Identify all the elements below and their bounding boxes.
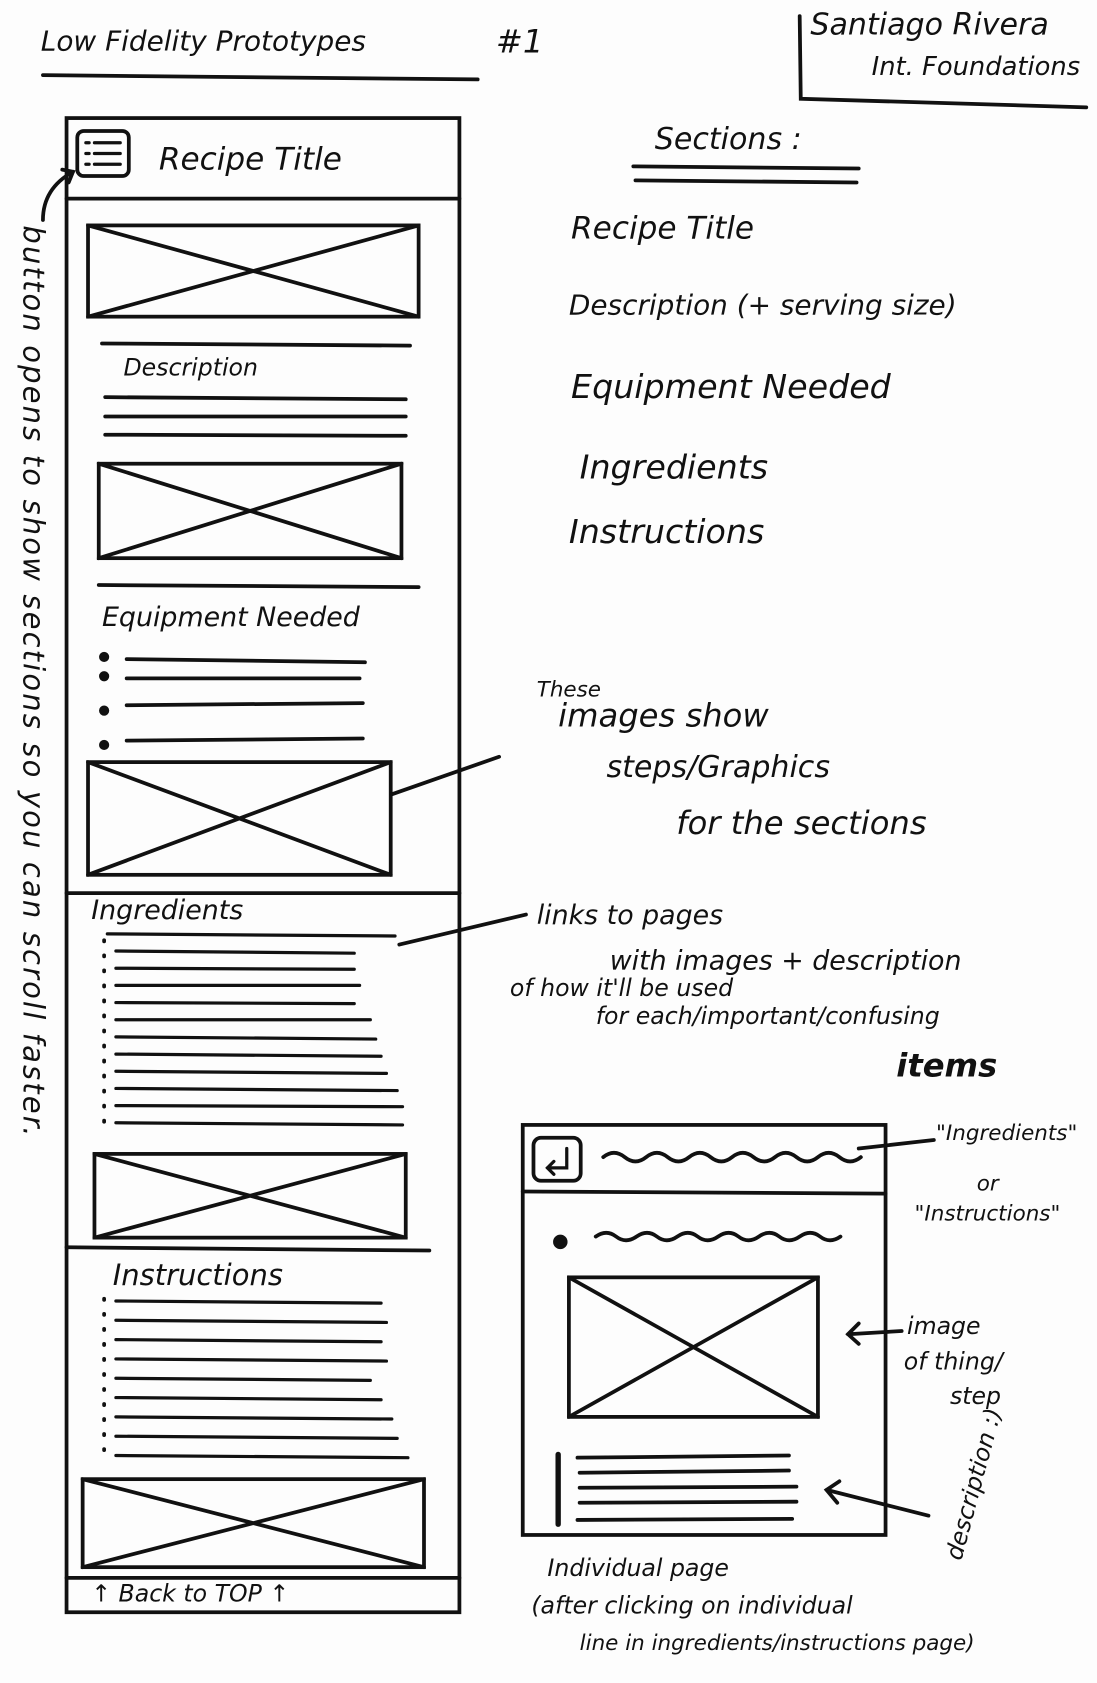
image-placeholder-1 bbox=[86, 223, 421, 319]
links-note: of how it'll be used bbox=[509, 975, 734, 1003]
sections-item: Instructions bbox=[568, 513, 765, 552]
description-lines bbox=[103, 395, 408, 438]
back-arrow-icon bbox=[545, 1146, 569, 1176]
image-note-arrow bbox=[845, 1321, 904, 1346]
sections-item: Equipment Needed bbox=[571, 368, 891, 407]
instruction-lines bbox=[114, 1299, 410, 1460]
links-note: items bbox=[896, 1047, 998, 1086]
back-button-box bbox=[531, 1135, 583, 1183]
header-note: "Instructions" bbox=[914, 1200, 1061, 1226]
name-box bbox=[797, 14, 1089, 110]
course-name: Int. Foundations bbox=[871, 51, 1081, 82]
links-pointer bbox=[397, 912, 528, 947]
sections-item: Recipe Title bbox=[571, 209, 755, 246]
images-note: for the sections bbox=[676, 805, 927, 843]
header-note: "Ingredients" bbox=[936, 1119, 1078, 1146]
item-wavy-line bbox=[593, 1230, 843, 1243]
links-note: with images + description bbox=[609, 944, 962, 976]
list-menu-icon bbox=[84, 141, 122, 166]
author-name: Santiago Rivera bbox=[810, 6, 1049, 42]
section-equipment: Equipment Needed bbox=[101, 601, 360, 633]
header-note: or bbox=[976, 1170, 999, 1196]
equipment-list bbox=[99, 651, 110, 751]
sections-underline bbox=[631, 164, 861, 185]
bullet bbox=[553, 1234, 568, 1250]
image-placeholder-3 bbox=[86, 760, 393, 877]
image-placeholder-2 bbox=[96, 461, 404, 561]
section-ingredients: Ingredients bbox=[91, 894, 244, 926]
header-wavy-line bbox=[601, 1150, 863, 1164]
sections-item: Ingredients bbox=[579, 448, 769, 488]
page-title: Low Fidelity Prototypes bbox=[40, 25, 366, 58]
images-note: These bbox=[536, 676, 602, 703]
recipe-title[interactable]: Recipe Title bbox=[158, 140, 342, 178]
description-lines bbox=[575, 1453, 799, 1522]
menu-side-note: button opens to show sections so you can… bbox=[16, 225, 50, 1139]
ingredient-lines bbox=[105, 932, 405, 1127]
images-note: steps/Graphics bbox=[606, 749, 831, 785]
image-note: image bbox=[907, 1313, 981, 1341]
images-pointer bbox=[389, 754, 502, 797]
individual-image-placeholder bbox=[567, 1275, 820, 1419]
image-placeholder-5 bbox=[80, 1477, 426, 1570]
description-note-arrow bbox=[823, 1479, 931, 1518]
title-underline bbox=[41, 73, 480, 82]
section-description: Description bbox=[123, 355, 258, 383]
equipment-lines bbox=[124, 657, 367, 743]
back-to-top-button[interactable]: ↑ Back to TOP ↑ bbox=[91, 1581, 290, 1608]
sections-item: Description (+ serving size) bbox=[568, 289, 957, 323]
individual-page-caption: line in ingredients/instructions page) bbox=[579, 1629, 975, 1656]
sections-heading: Sections : bbox=[654, 121, 802, 157]
links-note: for each/important/confusing bbox=[595, 1003, 940, 1031]
header-note-arrow bbox=[856, 1138, 936, 1151]
image-note: step bbox=[949, 1383, 1002, 1411]
prototype-number: #1 bbox=[495, 23, 544, 62]
section-dividers bbox=[64, 341, 462, 1580]
image-placeholder-4 bbox=[92, 1152, 408, 1240]
phone-frame bbox=[64, 116, 462, 1615]
individual-page-caption: (after clicking on individual bbox=[531, 1592, 853, 1620]
individual-page-caption: Individual page bbox=[547, 1555, 729, 1583]
images-note: images show bbox=[558, 697, 769, 736]
menu-icon-box bbox=[75, 129, 131, 178]
image-note: of thing/ bbox=[903, 1349, 1003, 1377]
menu-note-arrow bbox=[41, 167, 76, 222]
section-instructions: Instructions bbox=[112, 1259, 283, 1293]
individual-header-divider bbox=[520, 1189, 888, 1196]
links-note: links to pages bbox=[536, 899, 724, 931]
individual-page-frame bbox=[520, 1123, 888, 1537]
